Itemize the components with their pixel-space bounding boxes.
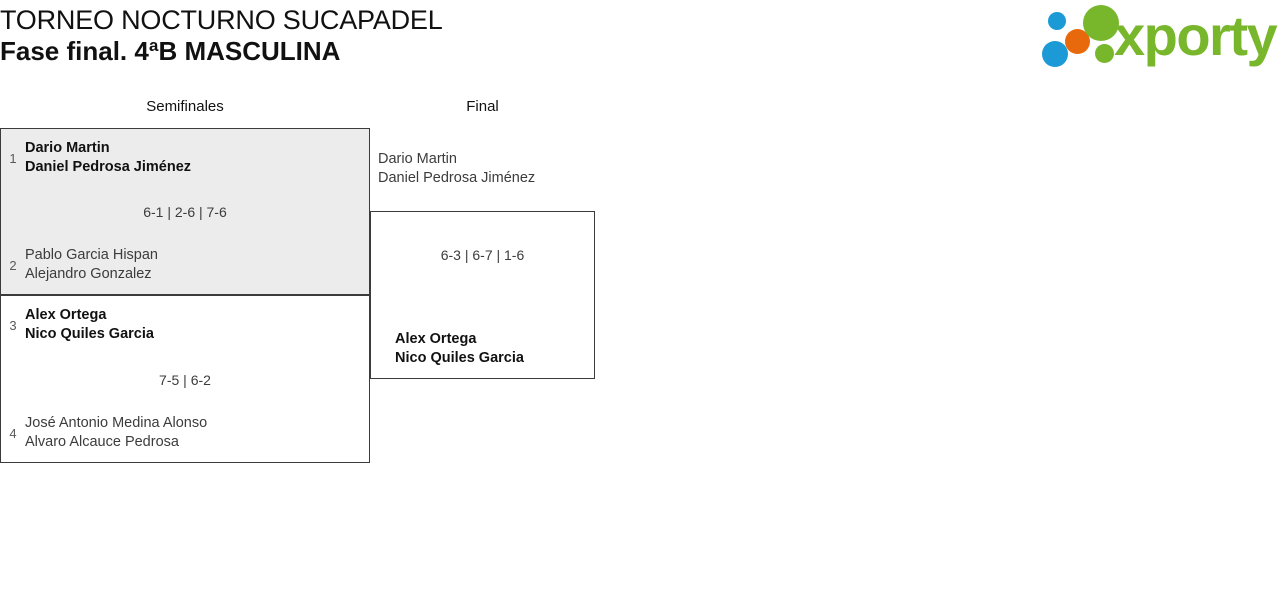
match-semifinal-2[interactable]: 3 Alex Ortega Nico Quiles Garcia 7-5 | 6… bbox=[0, 295, 370, 463]
match-score: 6-1 | 2-6 | 7-6 bbox=[143, 204, 227, 220]
match-semifinal-2-team-top[interactable]: 3 Alex Ortega Nico Quiles Garcia bbox=[1, 306, 369, 344]
logo-dot-green-small bbox=[1095, 44, 1114, 63]
match-semifinal-1-team-top[interactable]: 1 Dario Martin Daniel Pedrosa Jiménez bbox=[1, 139, 369, 177]
logo-wordmark: xporty bbox=[1114, 4, 1278, 67]
match-score: 6-3 | 6-7 | 1-6 bbox=[440, 247, 525, 263]
page-header: TORNEO NOCTURNO SUCAPADEL Fase final. 4ª… bbox=[0, 0, 1280, 80]
player-name: Alvaro Alcauce Pedrosa bbox=[25, 434, 179, 450]
match-semifinal-1-team-bottom[interactable]: 2 Pablo Garcia Hispan Alejandro Gonzalez bbox=[1, 246, 369, 284]
player-name: Alejandro Gonzalez bbox=[25, 266, 152, 282]
seed-number: 2 bbox=[9, 257, 17, 273]
player-name: Alex Ortega bbox=[25, 307, 107, 323]
player-name: Daniel Pedrosa Jiménez bbox=[25, 159, 192, 175]
team-players: Dario Martin Daniel Pedrosa Jiménez bbox=[25, 139, 369, 177]
player-name: Daniel Pedrosa Jiménez bbox=[378, 170, 536, 186]
team-players: Pablo Garcia Hispan Alejandro Gonzalez bbox=[25, 246, 369, 284]
team-players: José Antonio Medina Alonso Alvaro Alcauc… bbox=[25, 414, 369, 452]
match-final-team-bottom[interactable]: Alex Ortega Nico Quiles Garcia bbox=[371, 330, 594, 368]
match-score: 7-5 | 6-2 bbox=[159, 372, 211, 388]
player-name: José Antonio Medina Alonso bbox=[25, 415, 208, 431]
tournament-title: TORNEO NOCTURNO SUCAPADEL bbox=[0, 5, 443, 35]
xporty-logo[interactable]: xporty bbox=[1040, 3, 1278, 71]
player-name: Nico Quiles Garcia bbox=[395, 350, 524, 366]
match-semifinal-1[interactable]: 1 Dario Martin Daniel Pedrosa Jiménez 6-… bbox=[0, 128, 370, 295]
seed-number: 3 bbox=[9, 317, 17, 333]
player-name: Alex Ortega bbox=[395, 331, 477, 347]
logo-dot-blue-bottom bbox=[1042, 41, 1068, 67]
team-players: Alex Ortega Nico Quiles Garcia bbox=[25, 306, 369, 344]
player-name: Dario Martin bbox=[378, 151, 457, 167]
match-semifinal-2-team-bottom[interactable]: 4 José Antonio Medina Alonso Alvaro Alca… bbox=[1, 414, 369, 452]
logo-dot-green-large bbox=[1083, 5, 1119, 41]
match-final-team-top[interactable]: Dario Martin Daniel Pedrosa Jiménez bbox=[378, 150, 535, 188]
player-name: Nico Quiles Garcia bbox=[25, 326, 154, 342]
logo-dot-blue-top bbox=[1048, 12, 1066, 30]
seed-number: 1 bbox=[9, 150, 17, 166]
player-name: Pablo Garcia Hispan bbox=[25, 247, 158, 263]
team-players: Alex Ortega Nico Quiles Garcia bbox=[395, 330, 594, 368]
seed-number: 4 bbox=[9, 425, 17, 441]
player-name: Dario Martin bbox=[25, 140, 110, 156]
phase-title: Fase final. 4ªB MASCULINA bbox=[0, 36, 341, 66]
match-final[interactable]: 6-3 | 6-7 | 1-6 Alex Ortega Nico Quiles … bbox=[370, 211, 595, 379]
round-header-final: Final bbox=[466, 98, 499, 115]
round-header-semifinales: Semifinales bbox=[146, 98, 224, 115]
